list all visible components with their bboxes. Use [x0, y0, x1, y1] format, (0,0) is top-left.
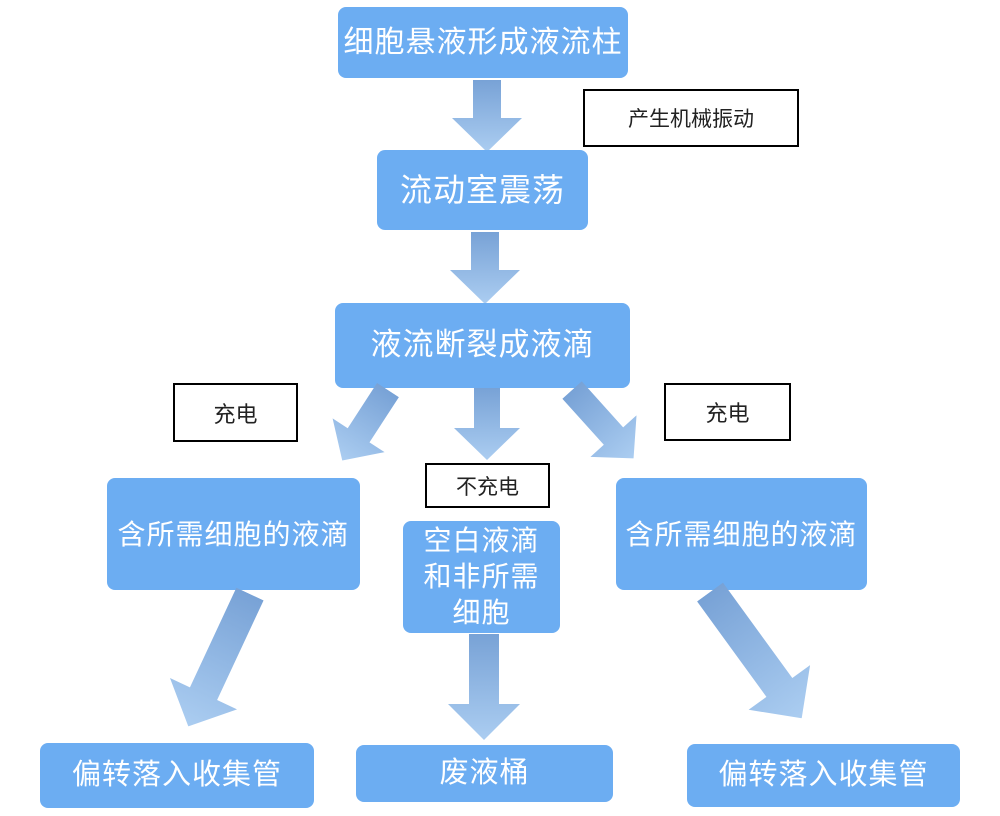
node-desired-cell-droplets-left: 含所需细胞的液滴 — [107, 478, 360, 590]
arrow-down-icon — [454, 388, 520, 460]
node-deflect-collection-right: 偏转落入收集管 — [687, 744, 960, 807]
arrow-down-icon — [452, 80, 522, 152]
label-charge-left: 充电 — [173, 383, 298, 442]
arrow-down-right-icon — [562, 381, 637, 459]
arrow-down-icon — [448, 634, 520, 740]
node-deflect-collection-left: 偏转落入收集管 — [40, 743, 314, 808]
arrow-down-left-icon — [332, 382, 399, 461]
label-charge-right: 充电 — [664, 383, 791, 441]
arrow-down-left-icon — [169, 587, 264, 727]
label-mechanical-vibration: 产生机械振动 — [583, 89, 799, 147]
node-waste-barrel: 废液桶 — [356, 745, 613, 802]
label-no-charge: 不充电 — [425, 463, 550, 508]
node-flow-chamber-oscillation: 流动室震荡 — [377, 150, 588, 230]
arrow-down-right-icon — [697, 582, 811, 719]
arrow-down-icon — [450, 232, 520, 304]
node-stream-breaks-into-droplets: 液流断裂成液滴 — [335, 303, 630, 388]
node-desired-cell-droplets-right: 含所需细胞的液滴 — [616, 478, 867, 590]
node-cell-suspension: 细胞悬液形成液流柱 — [338, 7, 628, 78]
node-blank-droplets: 空白液滴 和非所需 细胞 — [403, 521, 560, 633]
